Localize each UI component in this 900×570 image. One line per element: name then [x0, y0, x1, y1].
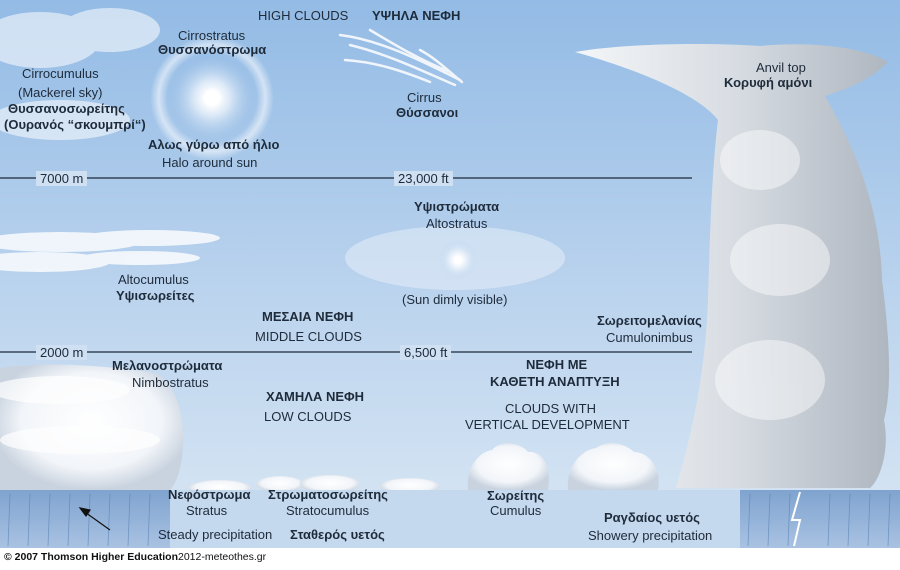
halo-label-en: Halo around sun — [162, 155, 258, 170]
high-clouds-title-el: ΥΨΗΛΑ ΝΕΦΗ — [372, 8, 461, 23]
altostratus-label-el: Υψιστρώματα — [414, 199, 500, 214]
middle-clouds-header-el: ΜΕΣΑΙΑ ΝΕΦΗ — [262, 309, 354, 324]
mackerel-sky-label-el: (Ουρανός “σκουμπρί“) — [4, 117, 146, 132]
steady-precip-label-en: Steady precipitation — [158, 527, 273, 542]
cirrostratus-label-el: Θυσσανόστρωμα — [158, 42, 267, 57]
level-6500ft: 6,500 ft — [400, 345, 452, 360]
mackerel-sky-label: (Mackerel sky) — [18, 85, 103, 100]
cumulus-label-el: Σωρείτης — [487, 488, 545, 503]
vertical-dev-header-en-1: CLOUDS WITH — [505, 401, 596, 416]
cirrocumulus-label-en: Cirrocumulus — [22, 66, 99, 81]
nimbostratus-label-en: Nimbostratus — [132, 375, 209, 390]
low-clouds-header-en: LOW CLOUDS — [264, 409, 352, 424]
source-text: 2012-meteothes.gr — [178, 551, 267, 563]
cumulus-label-en: Cumulus — [490, 503, 542, 518]
level-7000m: 7000 m — [36, 171, 88, 186]
vertical-dev-header-el-1: ΝΕΦΗ ΜΕ — [526, 357, 588, 372]
cirrus-label-el: Θύσσανοι — [396, 105, 459, 120]
showery-precip-label-en: Showery precipitation — [588, 528, 713, 543]
stratus-label-el: Νεφόστρωμα — [168, 487, 251, 502]
cumulonimbus-label-el: Σωρειτομελανίας — [597, 313, 702, 328]
showery-precip-label-el: Ραγδαίος υετός — [604, 510, 700, 525]
vertical-dev-header-en-2: VERTICAL DEVELOPMENT — [465, 417, 630, 432]
halo-label-el: Αλως γύρω από ήλιο — [148, 137, 280, 152]
anvil-top-label-el: Κορυφή αμόνι — [724, 75, 813, 90]
stratocumulus-label-el: Στρωματοσωρείτης — [268, 487, 388, 502]
vertical-dev-header-el-2: ΚΑΘΕΤΗ ΑΝΑΠΤΥΞΗ — [490, 374, 620, 389]
cirrocumulus-label-el: Θυσσανοσωρείτης — [8, 101, 125, 116]
middle-clouds-header-en: MIDDLE CLOUDS — [255, 329, 362, 344]
cirrostratus-label-en: Cirrostratus — [178, 28, 246, 43]
stratus-label-en: Stratus — [186, 503, 228, 518]
nimbostratus-label-el: Μελανοστρώματα — [112, 358, 223, 373]
copyright-text: © 2007 Thomson Higher Education — [4, 551, 179, 563]
low-clouds-header-el: ΧΑΜΗΛΑ ΝΕΦΗ — [266, 389, 365, 404]
anvil-top-label-en: Anvil top — [756, 60, 806, 75]
steady-precip-label-el: Σταθερός υετός — [290, 527, 385, 542]
stratocumulus-label-en: Stratocumulus — [286, 503, 370, 518]
cirrus-label-en: Cirrus — [407, 90, 442, 105]
level-2000m: 2000 m — [36, 345, 88, 360]
altocumulus-label-en: Altocumulus — [118, 272, 189, 287]
sky-illustration — [0, 0, 900, 548]
altocumulus-label-el: Υψισωρείτες — [116, 288, 195, 303]
cumulonimbus-label-en: Cumulonimbus — [606, 330, 693, 345]
sun-dimly-visible-label: (Sun dimly visible) — [402, 292, 508, 307]
altostratus-label-en: Altostratus — [426, 216, 488, 231]
high-clouds-title-en: HIGH CLOUDS — [258, 8, 349, 23]
level-23000ft: 23,000 ft — [394, 171, 453, 186]
